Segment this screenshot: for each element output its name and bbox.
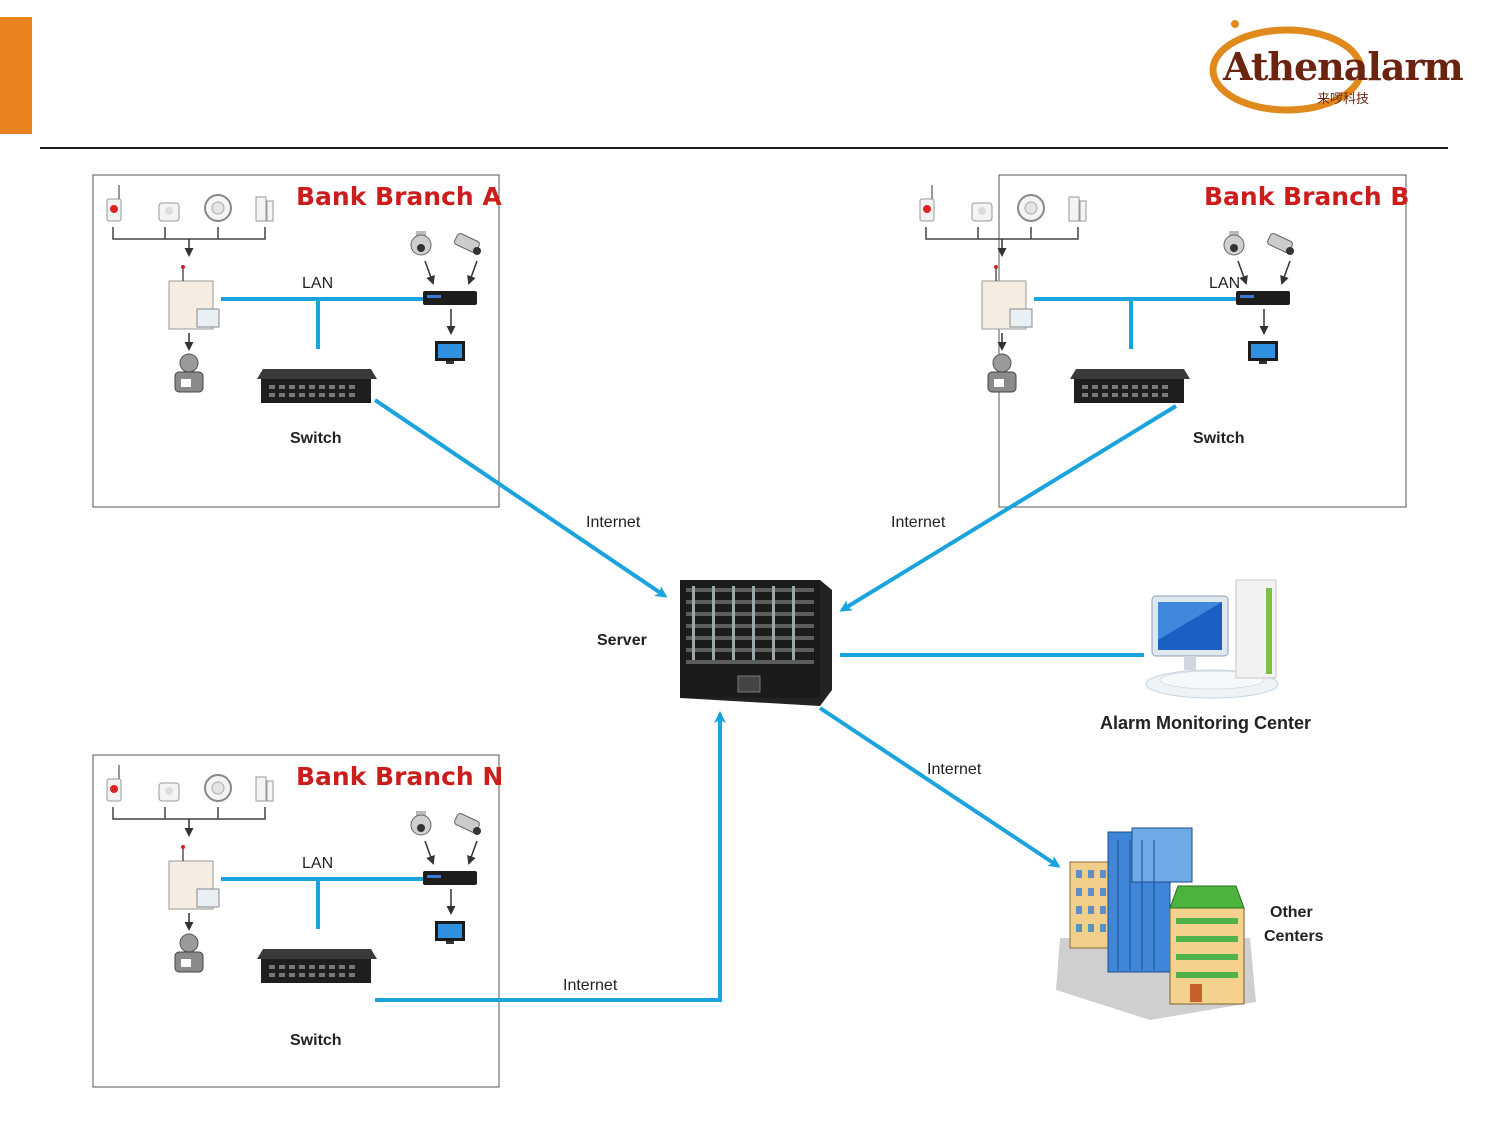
branch-a-lan-label: LAN [302, 275, 334, 292]
other-centers-label-line2: Centers [1264, 928, 1324, 945]
server-label: Server [597, 632, 647, 649]
branch-b-title: Bank Branch B [1204, 182, 1410, 211]
link-branch-a-server [373, 398, 668, 598]
other-centers-label-line1: Other [1270, 904, 1313, 921]
monitoring-workstation-icon [1145, 579, 1279, 699]
branch-n-title: Bank Branch N [296, 762, 504, 791]
branch-a-box [92, 174, 500, 508]
branch-b-box [920, 174, 1407, 508]
branch-a-switch-label: Switch [290, 430, 342, 447]
company-logo: Athenalarm 来啰科技 [1205, 18, 1464, 118]
branch-a-title: Bank Branch A [296, 182, 502, 211]
logo-swoosh-icon [1209, 20, 1365, 114]
branch-n-box [92, 754, 500, 1088]
link-branch-b-server [839, 404, 1178, 612]
internet-label-b: Internet [891, 514, 946, 531]
branch-n-switch-label: Switch [290, 1032, 342, 1049]
header-accent-bar [0, 17, 32, 134]
internet-label-n: Internet [563, 977, 618, 994]
logo-chinese-name: 来啰科技 [1317, 92, 1370, 107]
logo-wordmark: Athenalarm [1223, 44, 1464, 89]
link-server-other-centers [818, 706, 1061, 868]
internet-label-a: Internet [586, 514, 641, 531]
branch-n-lan-label: LAN [302, 855, 334, 872]
monitoring-center-label: Alarm Monitoring Center [1100, 713, 1312, 733]
header-divider [40, 147, 1448, 149]
internet-label-other: Internet [927, 761, 982, 778]
city-buildings-icon [1056, 827, 1256, 1020]
server-rack-icon [680, 580, 832, 706]
link-branch-n-server [375, 711, 726, 1002]
branch-b-lan-label: LAN [1209, 275, 1241, 292]
branch-b-switch-label: Switch [1193, 430, 1245, 447]
